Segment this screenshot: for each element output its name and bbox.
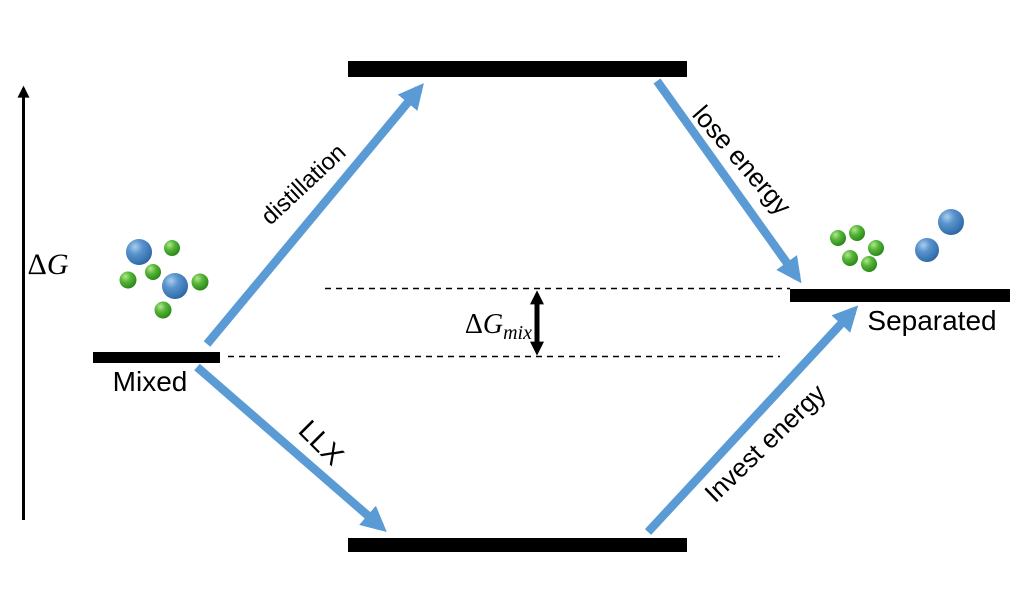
green-molecule <box>868 240 884 256</box>
blue-molecule <box>126 239 152 265</box>
green-molecule <box>119 271 137 289</box>
llx-arrow <box>194 363 387 533</box>
green-molecule <box>145 264 161 280</box>
delta-g-mix-label: ΔGmix <box>464 309 532 344</box>
mixed-molecules <box>119 239 209 319</box>
green-molecule <box>861 256 877 272</box>
y-axis-label: ΔG <box>27 248 69 281</box>
mixed-level-bar <box>93 352 220 363</box>
blue-molecule <box>915 238 939 262</box>
separated-level-bar <box>790 289 1010 302</box>
green-molecule <box>164 240 180 256</box>
green-molecule <box>191 273 209 291</box>
green-molecule <box>154 301 172 319</box>
green-molecule <box>842 250 858 266</box>
invest-energy-arrow <box>644 305 859 535</box>
lose-energy-arrow <box>653 78 802 284</box>
blue-molecule <box>938 209 964 235</box>
distillation-arrow <box>203 83 424 347</box>
green-molecule <box>849 225 865 241</box>
separated-level-label: Separated <box>867 305 997 336</box>
blue-molecule <box>162 273 188 299</box>
top-energy-level-bar <box>348 61 687 77</box>
bottom-energy-level-bar <box>348 538 687 552</box>
mixed-level-label: Mixed <box>112 366 188 397</box>
separated-molecules <box>830 209 964 272</box>
green-molecule <box>830 230 846 246</box>
